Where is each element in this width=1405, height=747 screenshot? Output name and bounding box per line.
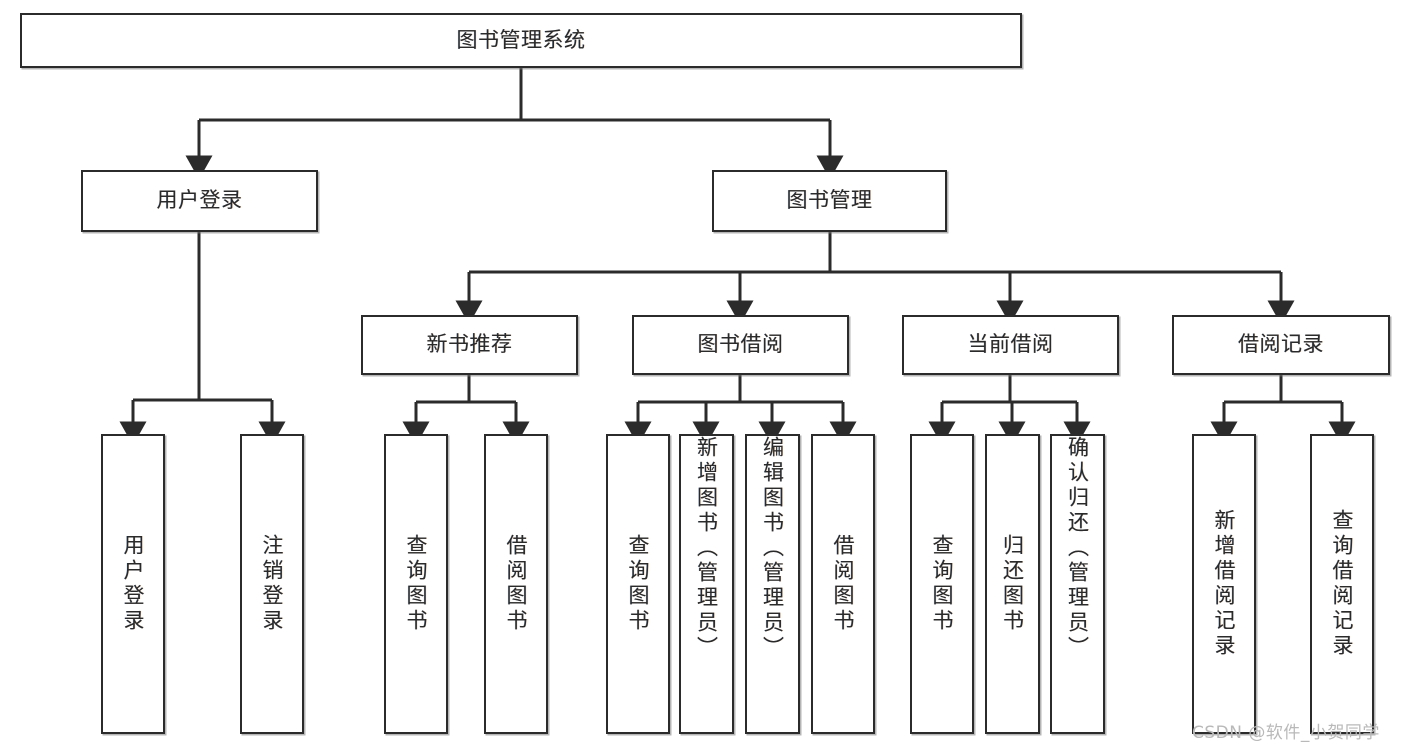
node-leaf-borrow-book-1[interactable]: 借阅图书 (484, 434, 548, 734)
current-borrow-to-leaf-connectors (928, 375, 1091, 446)
node-new-book-rec[interactable]: 新书推荐 (361, 315, 578, 375)
node-leaf-user-logout[interactable]: 注销登录 (240, 434, 304, 734)
node-leaf-query-book-1-label: 查询图书 (404, 534, 429, 634)
node-leaf-return-book-label: 归还图书 (1000, 534, 1025, 634)
node-leaf-user-login-label: 用户登录 (121, 534, 146, 634)
node-leaf-user-logout-label: 注销登录 (260, 534, 285, 634)
node-leaf-borrow-book-1-label: 借阅图书 (504, 534, 529, 634)
node-leaf-borrow-book-2-label: 借阅图书 (831, 534, 856, 634)
node-user-login-label: 用户登录 (156, 188, 243, 213)
node-current-borrow-label: 当前借阅 (967, 332, 1054, 357)
node-book-manage-label: 图书管理 (786, 188, 873, 213)
new-book-rec-to-leaf-connectors (402, 375, 530, 446)
user-login-to-leaf-connectors (119, 232, 286, 446)
node-book-borrow-label: 图书借阅 (697, 332, 784, 357)
book-manage-to-level3-connectors (455, 232, 1295, 325)
node-user-login[interactable]: 用户登录 (81, 170, 318, 232)
node-leaf-add-record[interactable]: 新增借阅记录 (1192, 434, 1256, 734)
node-leaf-add-record-label: 新增借阅记录 (1212, 509, 1237, 659)
node-leaf-confirm-return[interactable]: 确认归还（管理员） (1050, 434, 1105, 734)
node-leaf-add-book-label: 新增图书（管理员） (694, 436, 719, 661)
node-leaf-query-book-1[interactable]: 查询图书 (384, 434, 448, 734)
root-to-level2-connectors (185, 68, 844, 180)
node-root-label: 图书管理系统 (456, 27, 586, 52)
book-borrow-to-leaf-connectors (624, 375, 857, 446)
node-leaf-query-book-2[interactable]: 查询图书 (606, 434, 670, 734)
node-borrow-record[interactable]: 借阅记录 (1172, 315, 1390, 375)
node-book-manage[interactable]: 图书管理 (712, 170, 947, 232)
node-leaf-return-book[interactable]: 归还图书 (985, 434, 1040, 734)
node-leaf-query-book-2-label: 查询图书 (626, 534, 651, 634)
node-new-book-rec-label: 新书推荐 (426, 332, 513, 357)
node-leaf-add-book[interactable]: 新增图书（管理员） (679, 434, 734, 734)
node-borrow-record-label: 借阅记录 (1238, 332, 1324, 357)
borrow-record-to-leaf-connectors (1210, 375, 1356, 446)
node-leaf-borrow-book-2[interactable]: 借阅图书 (811, 434, 875, 734)
node-book-borrow[interactable]: 图书借阅 (632, 315, 849, 375)
node-leaf-edit-book-label: 编辑图书（管理员） (760, 436, 785, 661)
node-leaf-edit-book[interactable]: 编辑图书（管理员） (745, 434, 800, 734)
node-leaf-query-record-label: 查询借阅记录 (1330, 509, 1355, 659)
node-leaf-query-record[interactable]: 查询借阅记录 (1310, 434, 1374, 734)
node-leaf-user-login[interactable]: 用户登录 (101, 434, 165, 734)
node-current-borrow[interactable]: 当前借阅 (902, 315, 1119, 375)
node-root[interactable]: 图书管理系统 (20, 13, 1022, 68)
node-leaf-confirm-return-label: 确认归还（管理员） (1065, 436, 1090, 661)
node-leaf-query-book-3-label: 查询图书 (930, 534, 955, 634)
node-leaf-query-book-3[interactable]: 查询图书 (910, 434, 974, 734)
